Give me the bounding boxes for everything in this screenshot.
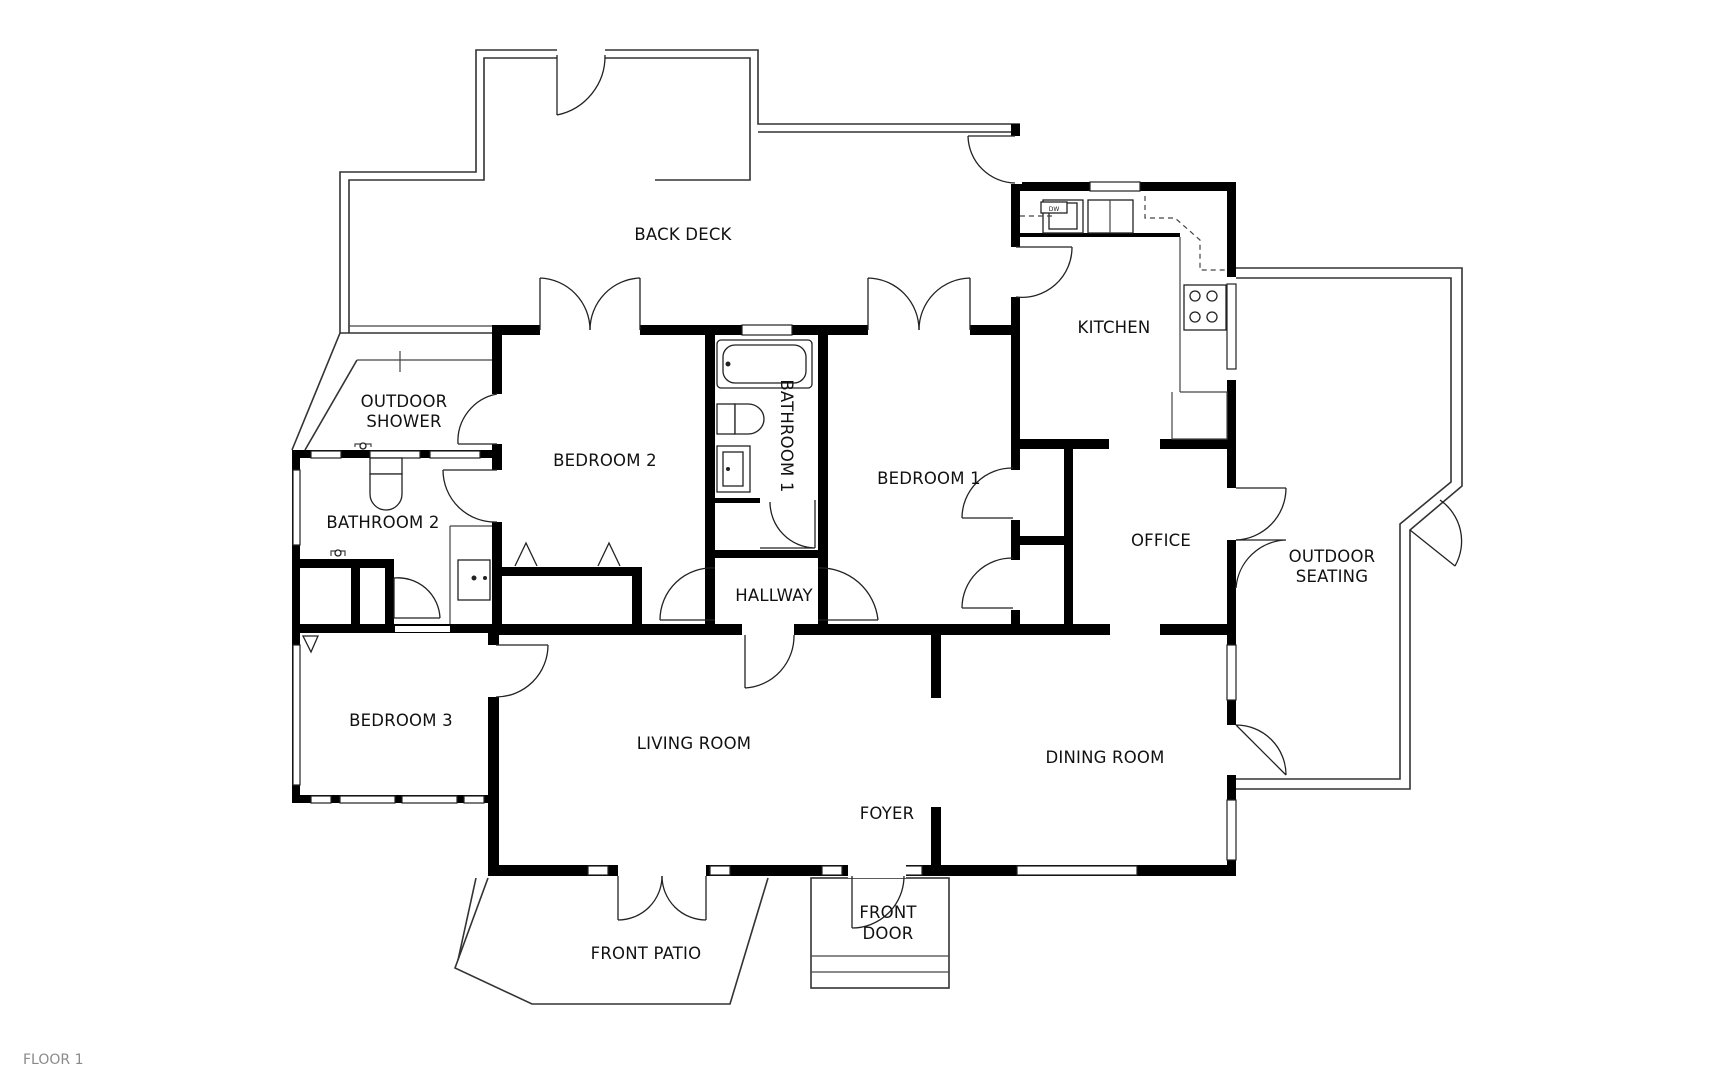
bedroom-1-label: BEDROOM 1 [877,469,981,488]
front-door-label-line2: DOOR [863,924,914,943]
office-label: OFFICE [1131,531,1191,550]
dishwasher-label: DW [1049,206,1060,213]
bedroom-2-label: BEDROOM 2 [553,451,657,470]
doors [301,48,1463,929]
outdoor-seating-label-line2: SEATING [1296,567,1368,586]
front-door-label-line1: FRONT [859,903,917,922]
front-patio-label: FRONT PATIO [591,944,702,963]
dining-room-label: DINING ROOM [1045,748,1164,767]
kitchen-fixtures [1020,196,1228,440]
bathroom-1-fixtures [716,339,813,493]
outdoor-seating-label-line1: OUTDOOR [1289,547,1376,566]
bathroom-2-fixtures [330,442,492,624]
outdoor-shower-outline [291,332,492,451]
bedroom-3-label: BEDROOM 3 [349,711,453,730]
bedroom-2-closet [514,541,621,567]
outdoor-seating-outline [1236,267,1463,790]
outdoor-shower-label-line2: SHOWER [366,412,441,431]
room-labels: BACK DECK KITCHEN OUTDOOR SHOWER BEDROOM… [326,206,1375,963]
floor-label: FLOOR 1 [23,1052,84,1068]
bathroom-2-label: BATHROOM 2 [326,513,439,532]
back-deck-outline [339,49,1020,334]
foyer-label: FOYER [860,804,915,823]
kitchen-label: KITCHEN [1078,318,1151,337]
outdoor-shower-label-line1: OUTDOOR [361,392,448,411]
front-patio-outline [453,877,769,1005]
hallway-label: HALLWAY [735,586,813,605]
windows [292,181,1237,876]
back-deck-label: BACK DECK [634,225,732,244]
bathroom-1-label: BATHROOM 1 [777,379,796,492]
living-room-label: LIVING ROOM [637,734,751,753]
